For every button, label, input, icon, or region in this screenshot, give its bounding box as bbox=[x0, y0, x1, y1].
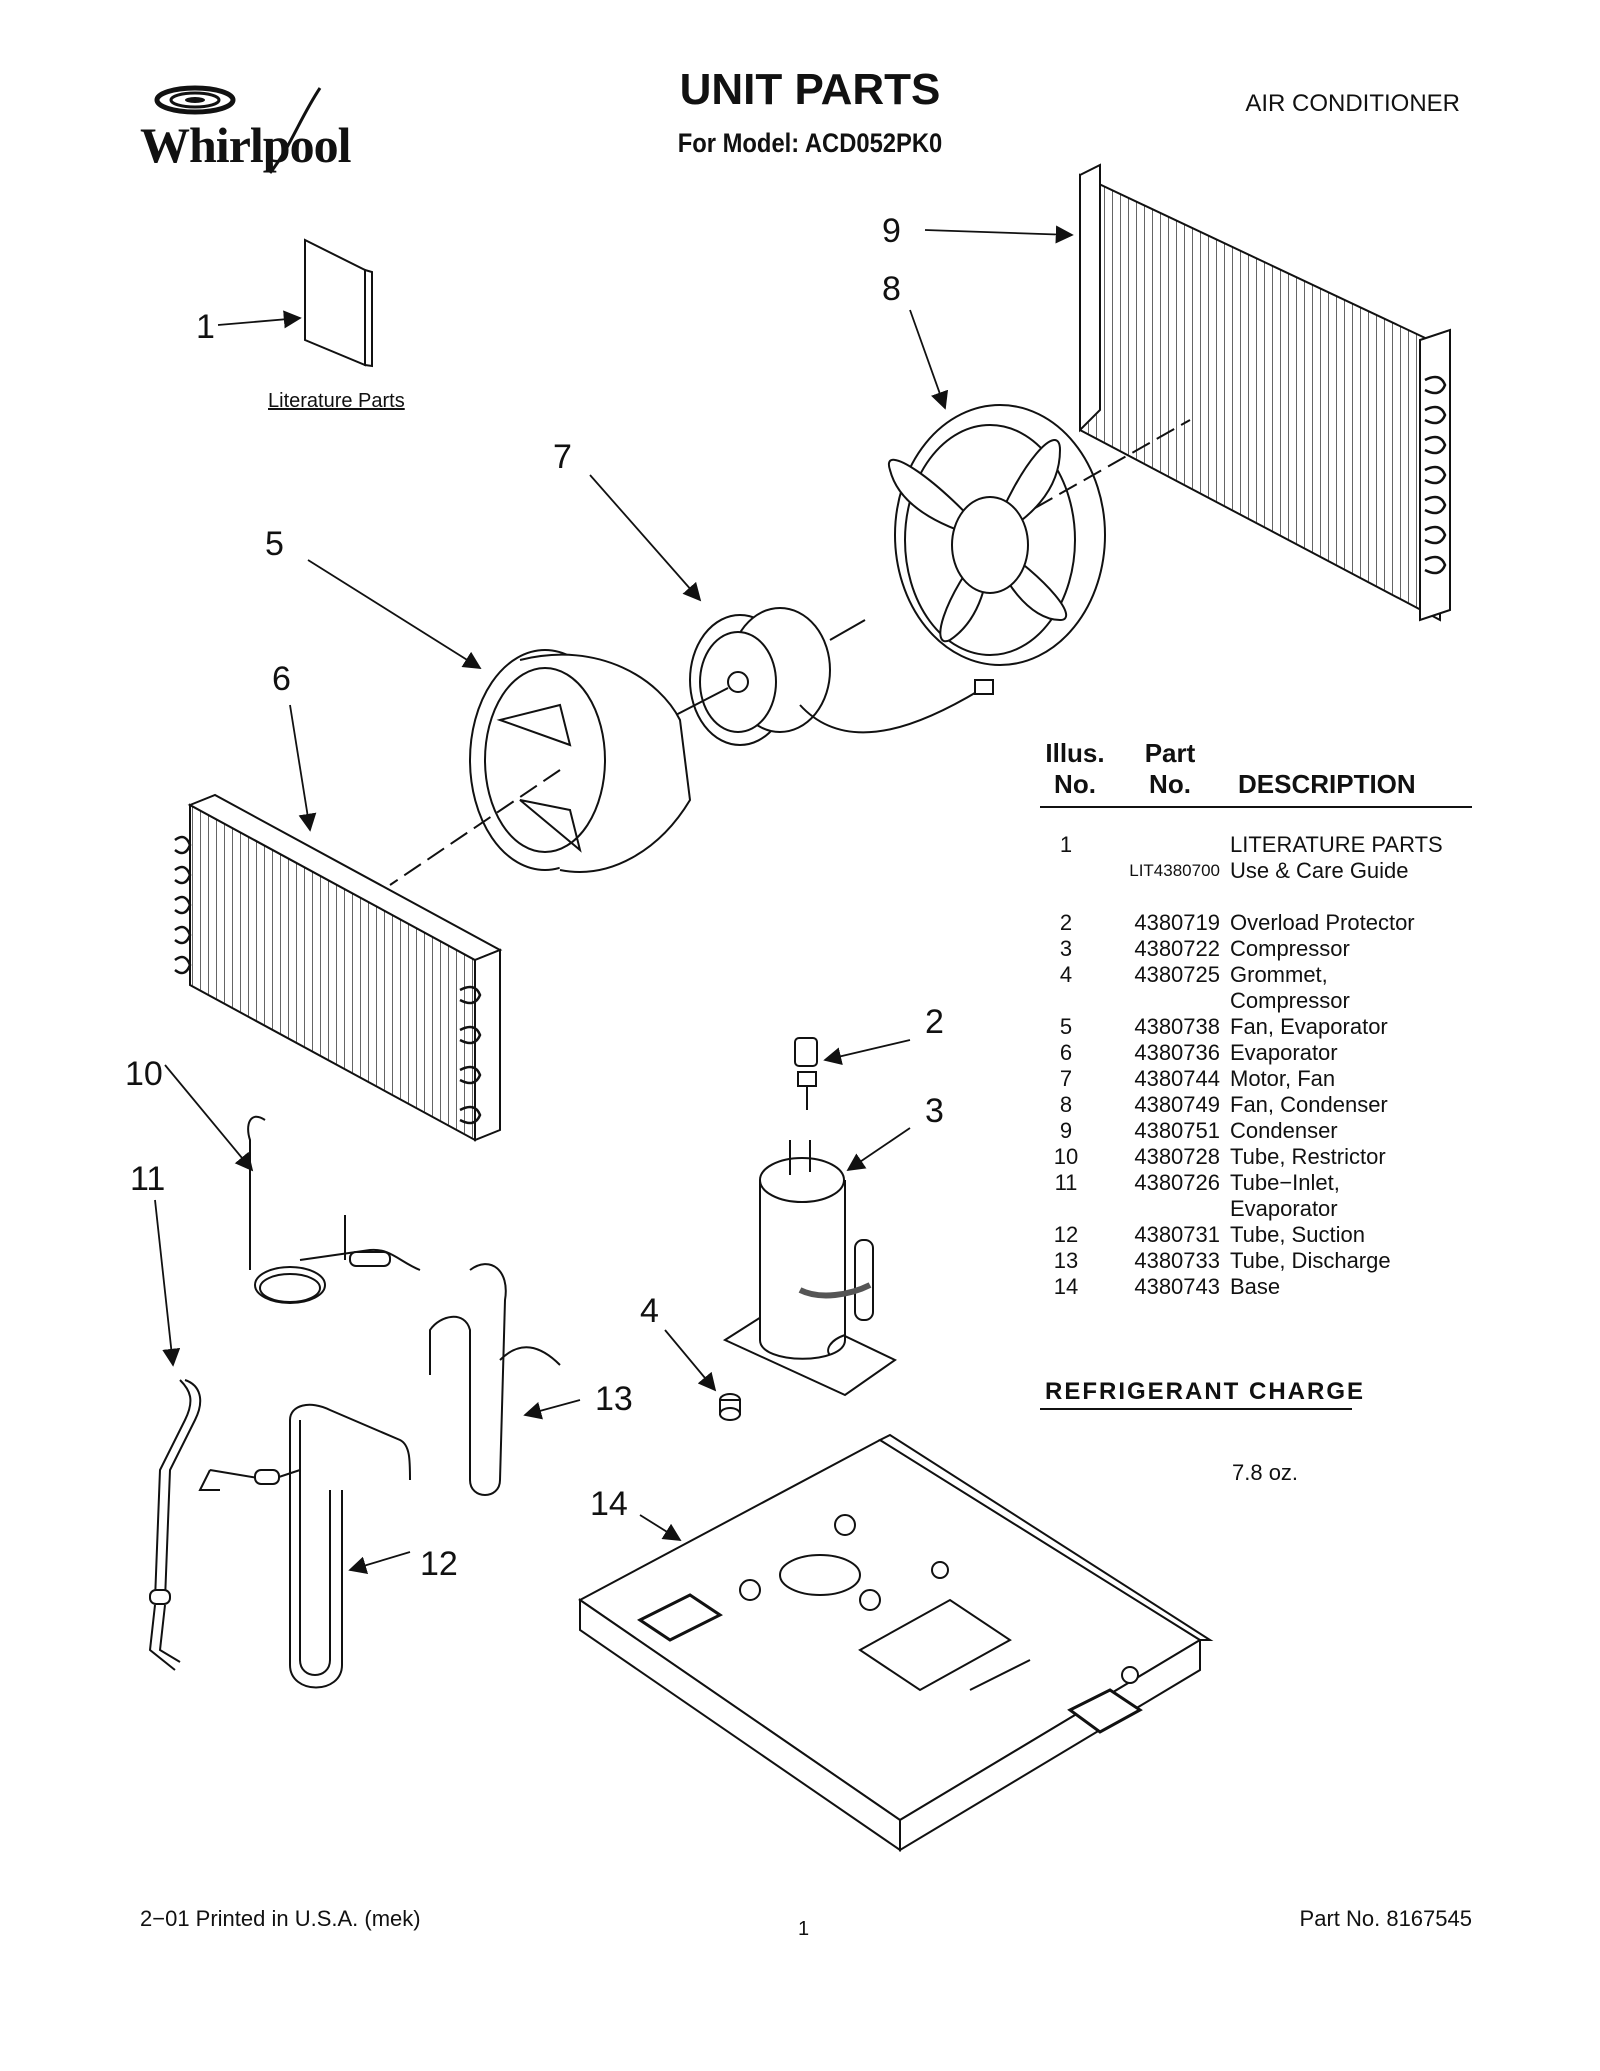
table-cell-part-no: 4380749 bbox=[1134, 1092, 1220, 1117]
table-cell-illus-no: 8 bbox=[1059, 1092, 1073, 1117]
table-cell-description: Tube−Inlet, bbox=[1230, 1170, 1340, 1195]
callout-11: 11 bbox=[130, 1160, 165, 1198]
callout-6: 6 bbox=[272, 660, 291, 698]
header-part-line1: Part bbox=[1144, 738, 1196, 768]
table-cell-illus-no: 10 bbox=[1053, 1144, 1079, 1169]
table-cell-illus-no: 2 bbox=[1059, 910, 1073, 935]
table-cell-illus-no: 12 bbox=[1053, 1222, 1079, 1247]
table-cell-description: Tube, Restrictor bbox=[1230, 1144, 1386, 1169]
page-title: UNIT PARTS bbox=[679, 65, 941, 114]
whirlpool-logo: Whirlpool bbox=[140, 78, 380, 178]
table-cell-description: Use & Care Guide bbox=[1230, 858, 1409, 883]
header-part-no: Part No. bbox=[1130, 738, 1210, 800]
table-cell-illus-no: 1 bbox=[1059, 832, 1073, 857]
page-number: 1 bbox=[798, 1918, 810, 1940]
table-cell-part-no: 4380725 bbox=[1134, 962, 1220, 987]
overload-protector bbox=[794, 1037, 818, 1110]
table-cell-part-no: 4380719 bbox=[1134, 910, 1220, 935]
table-cell-description: Tube, Discharge bbox=[1230, 1248, 1391, 1273]
table-cell-description: Evaporator bbox=[1230, 1040, 1338, 1065]
table-cell-part-no: 4380728 bbox=[1134, 1144, 1220, 1169]
literature-booklet bbox=[304, 238, 373, 368]
table-cell-part-no: 4380738 bbox=[1134, 1014, 1220, 1039]
header-illus-no: Illus. No. bbox=[1040, 738, 1110, 800]
header-illus-line1: Illus. bbox=[1045, 738, 1105, 768]
document-part-number: Part No. 8167545 bbox=[1299, 1906, 1472, 1931]
table-cell-description: Base bbox=[1230, 1274, 1281, 1299]
header-description: DESCRIPTION bbox=[1238, 769, 1416, 799]
print-info: 2−01 Printed in U.S.A. (mek) bbox=[140, 1906, 421, 1931]
refrigerant-rule bbox=[1040, 1408, 1352, 1410]
literature-parts-label: Literature Parts bbox=[268, 390, 405, 412]
table-cell-description: Tube, Suction bbox=[1230, 1222, 1365, 1247]
grommet bbox=[719, 1393, 741, 1421]
table-cell-illus-no: 14 bbox=[1053, 1274, 1079, 1299]
callout-numbers: 1 2 3 4 5 6 7 8 9 10 11 12 13 14 bbox=[125, 212, 944, 1583]
callout-3: 3 bbox=[925, 1092, 944, 1130]
table-cell-description: Evaporator bbox=[1230, 1196, 1338, 1221]
table-cell-description: Overload Protector bbox=[1230, 910, 1415, 935]
callout-7: 7 bbox=[553, 438, 572, 476]
evaporator-coil bbox=[174, 793, 503, 1142]
table-cell-part-no: 4380731 bbox=[1134, 1222, 1220, 1247]
table-cell-illus-no: 11 bbox=[1054, 1170, 1078, 1195]
table-cell-illus-no: 6 bbox=[1059, 1040, 1073, 1065]
table-cell-description: Grommet, bbox=[1230, 962, 1328, 987]
callout-12: 12 bbox=[420, 1545, 458, 1583]
callout-9: 9 bbox=[882, 212, 901, 250]
table-cell-illus-no: 7 bbox=[1059, 1066, 1073, 1091]
table-cell-illus-no: 5 bbox=[1059, 1014, 1073, 1039]
callout-5: 5 bbox=[265, 525, 284, 563]
table-cell-part-no: LIT4380700 bbox=[1129, 861, 1220, 880]
table-cell-description: LITERATURE PARTS bbox=[1230, 832, 1443, 857]
callout-13: 13 bbox=[595, 1380, 633, 1418]
condenser-coil bbox=[1079, 163, 1451, 622]
brand-name: Whirlpool bbox=[140, 117, 351, 173]
table-cell-part-no: 4380751 bbox=[1134, 1118, 1220, 1143]
callout-14: 14 bbox=[590, 1485, 628, 1523]
callout-10: 10 bbox=[125, 1055, 163, 1093]
callout-2: 2 bbox=[925, 1003, 944, 1041]
model-subtitle: For Model: ACD052PK0 bbox=[677, 128, 943, 158]
table-cell-description: Compressor bbox=[1230, 988, 1350, 1013]
table-cell-illus-no: 9 bbox=[1059, 1118, 1073, 1143]
base-pan bbox=[578, 1433, 1214, 1852]
fan-motor bbox=[669, 607, 994, 746]
table-cell-illus-no: 4 bbox=[1059, 962, 1073, 987]
condenser-fan bbox=[887, 404, 1191, 666]
table-cell-part-no: 4380722 bbox=[1134, 936, 1220, 961]
table-cell-part-no: 4380733 bbox=[1134, 1248, 1220, 1273]
table-cell-illus-no: 3 bbox=[1059, 936, 1073, 961]
table-cell-illus-no: 13 bbox=[1053, 1248, 1079, 1273]
logo-swirl-icon bbox=[154, 85, 322, 174]
table-cell-part-no: 4380744 bbox=[1134, 1066, 1220, 1091]
leader-lines bbox=[154, 225, 1074, 1574]
callout-4: 4 bbox=[640, 1292, 659, 1330]
restrictor-tube bbox=[247, 1115, 421, 1304]
header-rule bbox=[1040, 806, 1472, 808]
callout-1: 1 bbox=[196, 308, 215, 346]
table-cell-part-no: 4380726 bbox=[1134, 1170, 1220, 1195]
discharge-tube bbox=[429, 1263, 561, 1496]
refrigerant-charge-value: 7.8 oz. bbox=[1232, 1460, 1299, 1485]
document-type: AIR CONDITIONER bbox=[1245, 90, 1460, 117]
callout-8: 8 bbox=[882, 270, 901, 308]
table-cell-description: Condenser bbox=[1230, 1118, 1338, 1143]
table-cell-description: Fan, Condenser bbox=[1230, 1092, 1388, 1117]
table-cell-description: Compressor bbox=[1230, 936, 1350, 961]
suction-tube bbox=[198, 1403, 411, 1689]
header-part-line2: No. bbox=[1149, 769, 1191, 799]
table-cell-description: Fan, Evaporator bbox=[1230, 1014, 1388, 1039]
evaporator-fan bbox=[389, 649, 692, 886]
table-cell-part-no: 4380743 bbox=[1134, 1274, 1220, 1299]
refrigerant-charge-title: REFRIGERANT CHARGE bbox=[1045, 1378, 1366, 1405]
compressor bbox=[722, 1140, 897, 1397]
table-cell-part-no: 4380736 bbox=[1134, 1040, 1220, 1065]
evaporator-inlet-tube bbox=[148, 1379, 202, 1671]
header-illus-line2: No. bbox=[1054, 769, 1096, 799]
table-cell-description: Motor, Fan bbox=[1230, 1066, 1336, 1091]
